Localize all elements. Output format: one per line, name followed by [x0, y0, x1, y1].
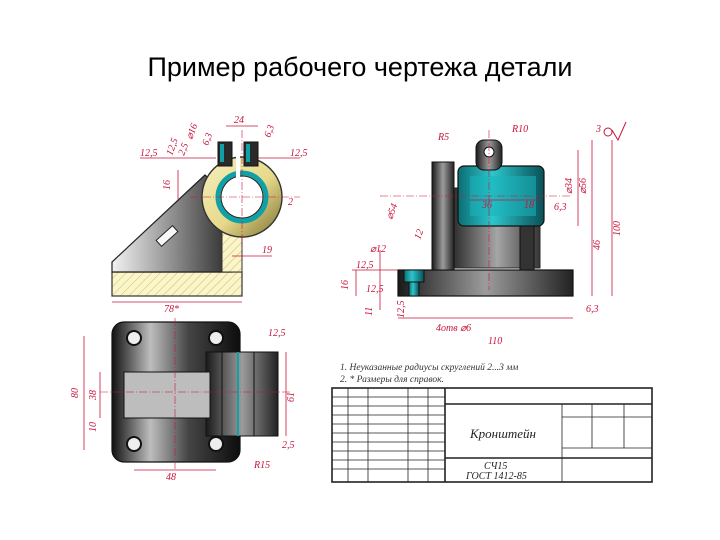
side-dim-15: 16: [340, 280, 351, 290]
side-column: [519, 225, 535, 271]
side-dim-7: 36: [481, 200, 492, 211]
side-dim-6: ⌀54: [384, 202, 400, 221]
part-name: Кронштейн: [469, 426, 536, 441]
side-dim-3: 3: [595, 124, 601, 135]
side-dim-19: 4отв ⌀6: [436, 323, 471, 334]
side-dim-1: R5: [437, 132, 449, 143]
front-dim-10: 2: [288, 197, 293, 208]
side-dim-12: 12,5: [356, 260, 374, 271]
side-view: R5 R10 3 ⌀34 ⌀56 ⌀54 36 18 6,3 12 ⌀12 12…: [340, 124, 623, 347]
surface-roughness-symbol: [603, 121, 627, 142]
front-view: ⌀16 6,3 24 6,3 12,5 12,5 2,5 16 12,5 2 1…: [111, 115, 308, 315]
top-dim-4: 12,5: [268, 328, 286, 339]
front-dim-2: 6,3: [200, 132, 215, 148]
top-dim-6: 2,5: [282, 440, 295, 451]
side-dim-18: 12,5: [396, 301, 407, 319]
front-dim-9: 12,5: [290, 148, 308, 159]
side-dim-4: ⌀34: [564, 178, 575, 194]
side-wall: [431, 161, 455, 271]
side-dim-21: 6,3: [586, 304, 599, 315]
top-dim-7: 48: [166, 472, 176, 483]
top-hole-1: [126, 330, 142, 346]
front-dim-12: 78*: [164, 304, 179, 315]
side-dim-17: 11: [364, 307, 375, 316]
top-hole-4: [208, 436, 224, 452]
top-dim-8: R15: [253, 460, 270, 471]
front-base-plate: [111, 271, 243, 297]
top-boss: [205, 351, 279, 437]
material-standard: ГОСТ 1412-85: [465, 471, 527, 482]
top-rib-slot: [123, 371, 211, 419]
front-dim-3: 24: [234, 115, 244, 126]
top-hole-2: [208, 330, 224, 346]
top-dim-5: 61: [286, 392, 297, 402]
side-dim-2: R10: [511, 124, 528, 135]
material-grade: СЧ15: [484, 461, 507, 472]
side-dim-8: 18: [524, 200, 534, 211]
front-dim-11: 19: [262, 245, 272, 256]
side-dim-11: ⌀12: [370, 244, 386, 255]
front-dim-5: 12,5: [140, 148, 158, 159]
slide-title: Пример рабочего чертежа детали: [147, 52, 573, 82]
front-dim-8: 16: [162, 180, 173, 190]
side-dim-20: 110: [488, 336, 502, 347]
top-dim-1: 80: [70, 388, 81, 398]
front-dim-4: 6,3: [262, 124, 277, 140]
front-dim-7: 2,5: [176, 142, 191, 158]
top-view: 80 38 10 12,5 61 2,5 48 R15: [70, 318, 297, 483]
front-rib-slot: [155, 224, 179, 248]
side-base: [397, 269, 574, 297]
side-dim-13: 46: [592, 240, 603, 250]
side-dim-14: 100: [612, 221, 623, 236]
title-block: Кронштейн СЧ15 ГОСТ 1412-85: [331, 387, 653, 483]
note-2: 2. * Размеры для справок.: [340, 374, 444, 385]
side-dim-9: 6,3: [554, 202, 567, 213]
front-dim-1: ⌀16: [184, 122, 200, 141]
side-dim-5: ⌀56: [578, 178, 589, 194]
top-dim-2: 38: [88, 390, 99, 401]
top-hole-3: [126, 436, 142, 452]
technical-notes: 1. Неуказанные радиусы скруглений 2...3 …: [340, 362, 518, 385]
note-1: 1. Неуказанные радиусы скруглений 2...3 …: [340, 362, 518, 373]
side-base-hole: [403, 269, 425, 283]
side-dim-16: 12,5: [366, 284, 384, 295]
top-dim-3: 10: [88, 422, 99, 432]
side-dim-10: 12: [412, 228, 426, 241]
